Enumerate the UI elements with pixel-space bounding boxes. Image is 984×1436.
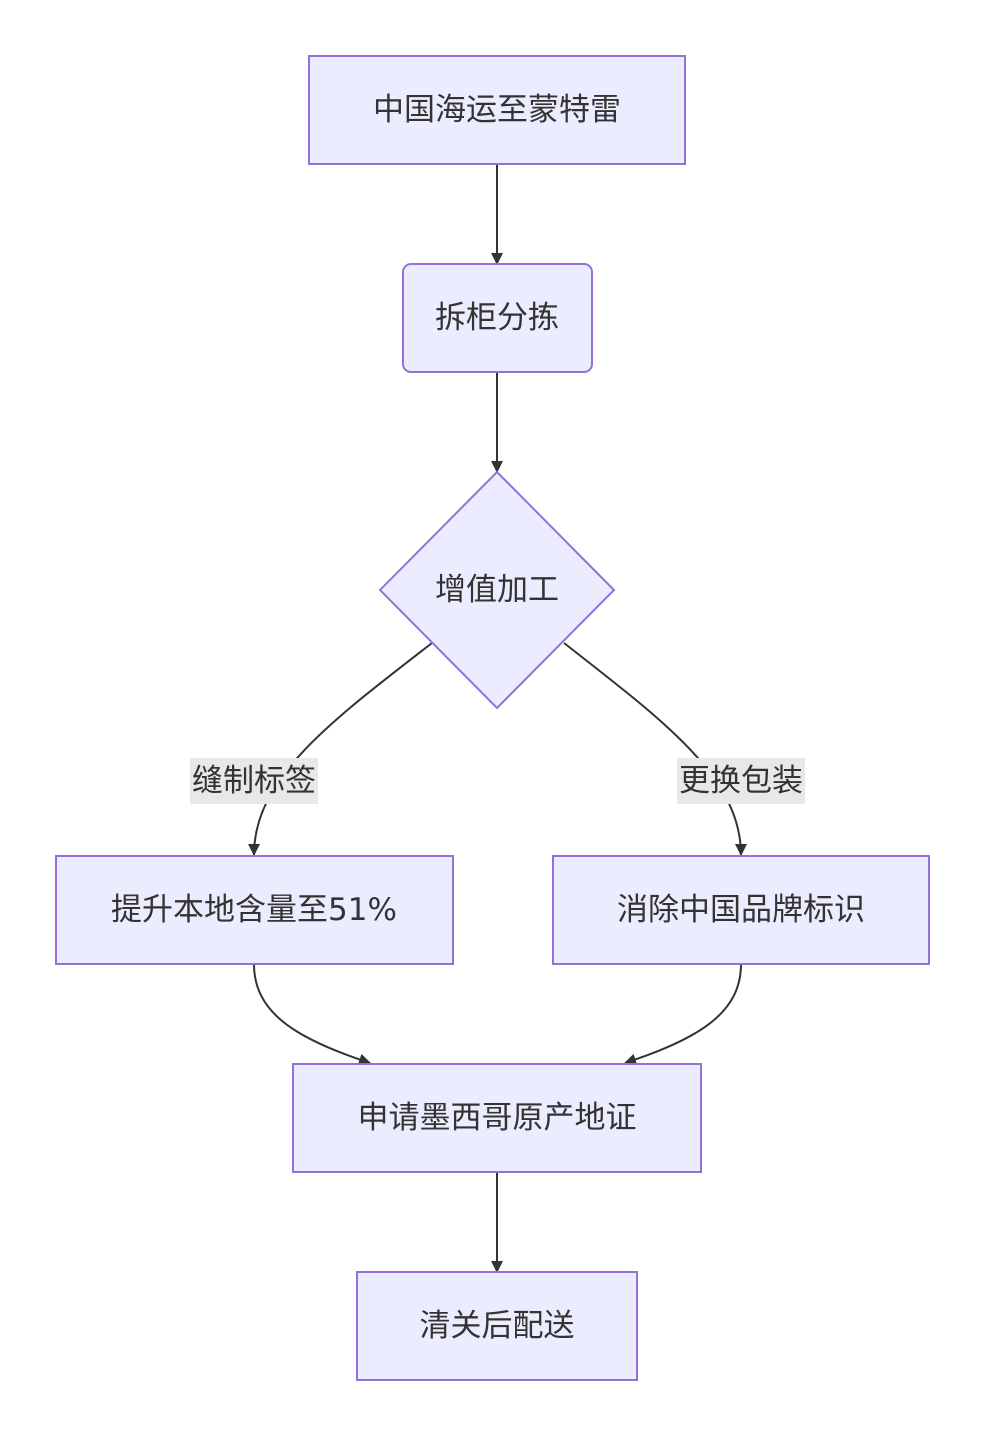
node-certify: 申请墨西哥原产地证: [292, 1063, 702, 1173]
edge-process-to-local: [248, 642, 433, 856]
edge-label-right-text: 更换包装: [679, 763, 803, 799]
node-start: 中国海运至蒙特雷: [308, 55, 686, 165]
edge-label-left: 缝制标签: [190, 758, 318, 804]
edge-remove-to-certify: [624, 963, 742, 1066]
node-certify-label: 申请墨西哥原产地证: [358, 1100, 637, 1136]
node-local-label: 提升本地含量至51%: [111, 892, 397, 928]
node-unload: 拆柜分拣: [402, 263, 593, 373]
node-remove-branding: 消除中国品牌标识: [552, 855, 930, 965]
node-local-content: 提升本地含量至51%: [55, 855, 454, 965]
node-process-decision: 增值加工: [378, 470, 616, 710]
node-deliver-label: 清关后配送: [420, 1308, 575, 1344]
edge-label-right: 更换包装: [677, 758, 805, 804]
edge-local-to-certify: [253, 963, 371, 1066]
node-process-label: 增值加工: [435, 572, 559, 608]
node-remove-label: 消除中国品牌标识: [617, 892, 865, 928]
node-start-label: 中国海运至蒙特雷: [373, 92, 621, 128]
edge-label-left-text: 缝制标签: [192, 763, 316, 799]
edge-process-to-remove: [563, 642, 747, 856]
node-deliver: 清关后配送: [356, 1271, 638, 1381]
node-unload-label: 拆柜分拣: [435, 300, 559, 336]
